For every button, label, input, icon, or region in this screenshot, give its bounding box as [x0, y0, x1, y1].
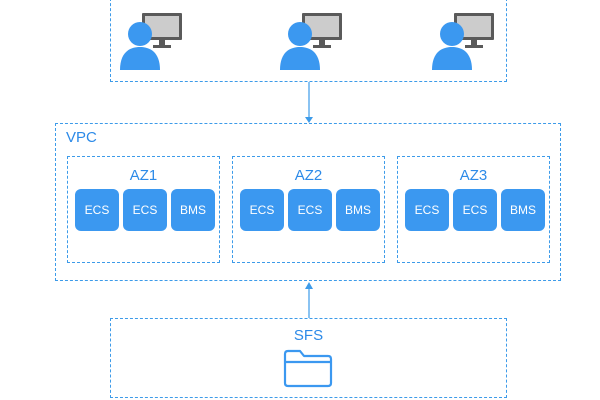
availability-zone-az1: AZ1 ECS ECS BMS	[67, 156, 220, 263]
user-computer-icon	[432, 13, 494, 70]
users-group	[110, 0, 507, 82]
az-title: AZ2	[294, 167, 323, 184]
az-title: AZ1	[129, 167, 158, 184]
az-title: AZ3	[459, 167, 488, 184]
availability-zone-az3: AZ3 ECS ECS BMS	[397, 156, 550, 263]
ecs-node: ECS	[75, 189, 119, 231]
sfs-label: SFS	[293, 327, 324, 344]
vpc-group	[55, 123, 561, 281]
bms-node: BMS	[501, 189, 545, 231]
user-computer-icon	[120, 13, 182, 70]
bms-node: BMS	[171, 189, 215, 231]
ecs-node: ECS	[453, 189, 497, 231]
ecs-node: ECS	[405, 189, 449, 231]
user-computer-icon	[280, 13, 342, 70]
ecs-node: ECS	[240, 189, 284, 231]
sfs-group: SFS	[110, 318, 507, 398]
ecs-node: ECS	[288, 189, 332, 231]
vpc-label: VPC	[66, 129, 97, 146]
folder-icon	[283, 349, 333, 388]
availability-zone-az2: AZ2 ECS ECS BMS	[232, 156, 385, 263]
bms-node: BMS	[336, 189, 380, 231]
ecs-node: ECS	[123, 189, 167, 231]
arrow-head-up	[305, 282, 313, 289]
